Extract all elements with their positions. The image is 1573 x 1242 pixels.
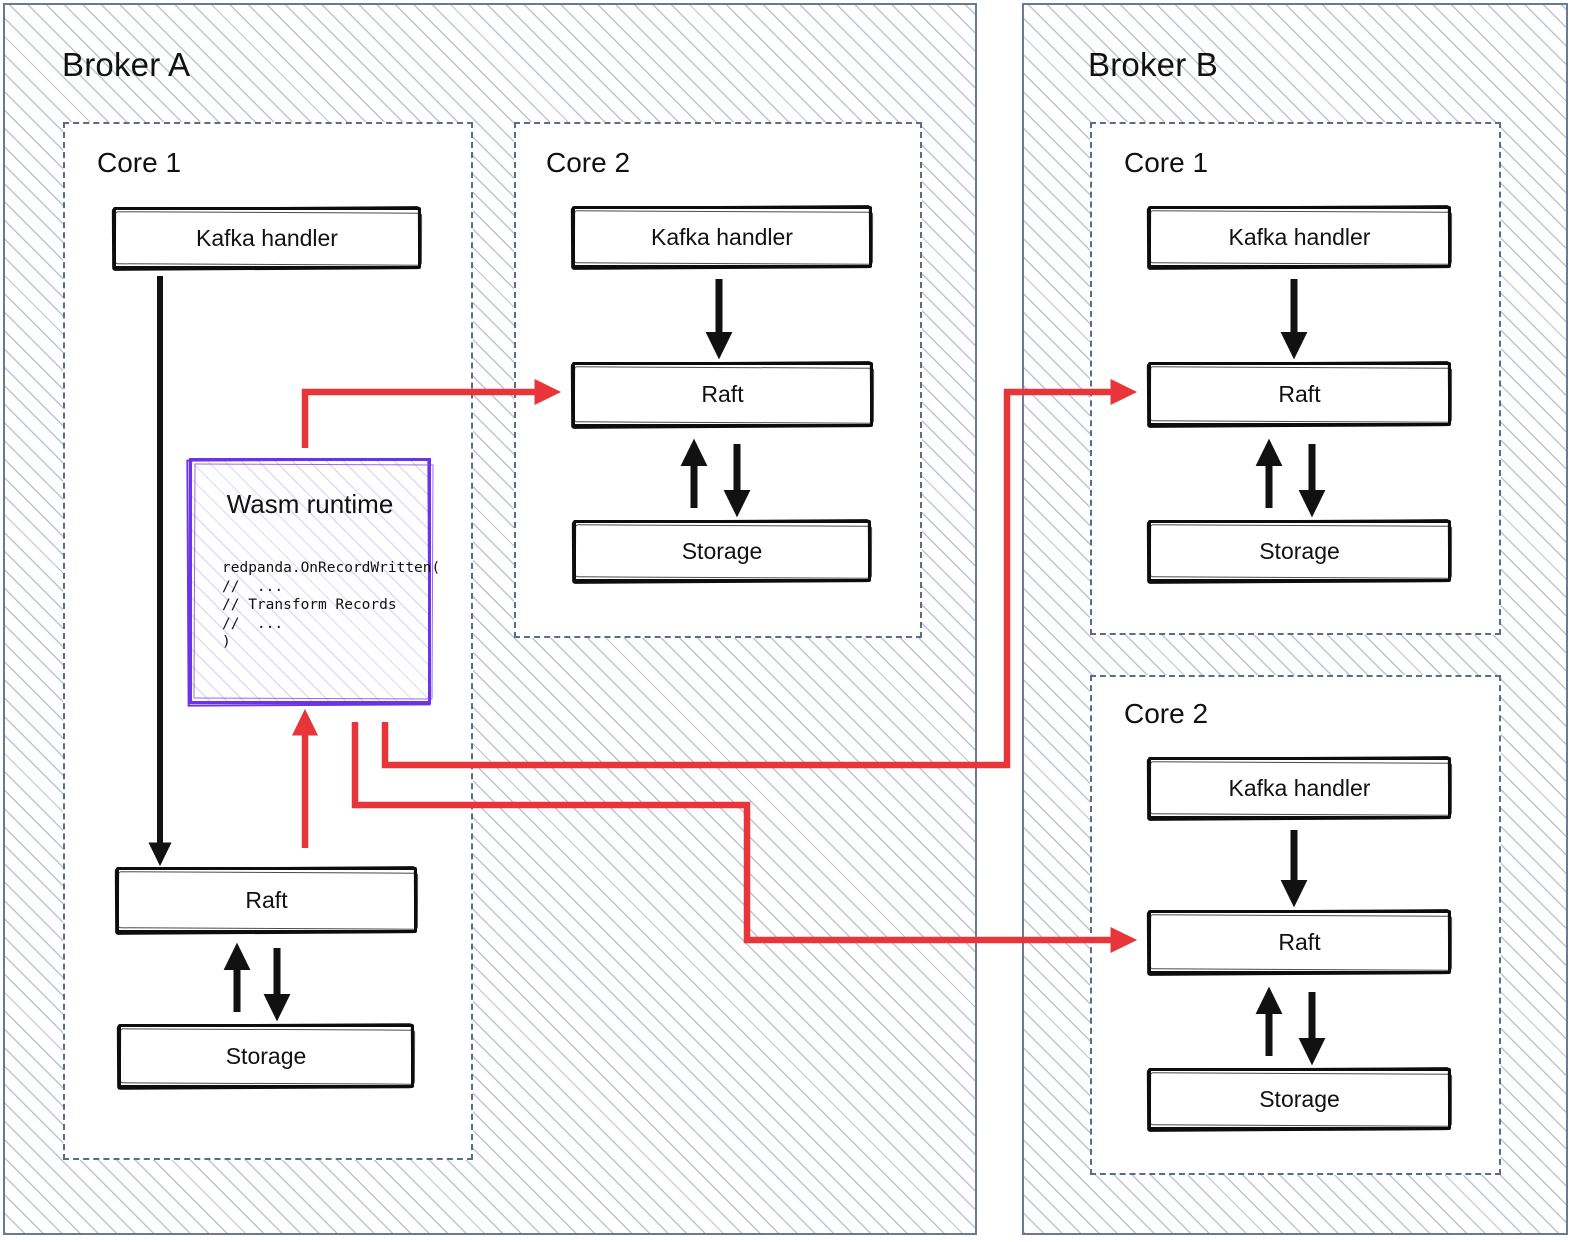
node-label: Kafka handler	[1228, 223, 1371, 250]
broker-b-title: Broker B	[1088, 46, 1218, 83]
node-label: Kafka handler	[651, 223, 793, 250]
broker-b-core-2-raft[interactable]: Raft	[1148, 910, 1451, 974]
wasm-runtime-title: Wasm runtime	[226, 489, 394, 519]
node-label: Raft	[1278, 380, 1321, 407]
broker-a-core-2-raft[interactable]: Raft	[572, 362, 873, 427]
broker-a-core-2-storage[interactable]: Storage	[573, 520, 871, 582]
broker-a-core-1-title: Core 1	[97, 147, 182, 178]
node-label: Kafka handler	[196, 224, 338, 251]
broker-b-core-1-title: Core 1	[1124, 147, 1209, 178]
broker-a-core-2-kafka-handler[interactable]: Kafka handler	[572, 206, 872, 268]
broker-b-core-1-raft[interactable]: Raft	[1148, 362, 1451, 426]
node-label: Raft	[1278, 928, 1321, 955]
broker-a-core-1-raft[interactable]: Raft	[116, 867, 417, 933]
broker-b-core-2-title: Core 2	[1124, 698, 1209, 729]
node-label: Raft	[245, 886, 288, 913]
node-label: Kafka handler	[1228, 774, 1371, 801]
node-label: Storage	[1259, 1085, 1340, 1112]
node-label: Storage	[681, 537, 763, 564]
broker-b-core-1-kafka-handler[interactable]: Kafka handler	[1148, 206, 1451, 268]
broker-a-core-1-storage[interactable]: Storage	[118, 1024, 414, 1088]
broker-b-core-2-storage[interactable]: Storage	[1148, 1068, 1451, 1130]
node-label: Raft	[701, 381, 744, 407]
node-label: Storage	[225, 1042, 307, 1069]
broker-a-core-1-kafka-handler[interactable]: Kafka handler	[113, 207, 421, 269]
broker-b-core-2-kafka-handler[interactable]: Kafka handler	[1148, 757, 1451, 819]
broker-a-core-1-wasm-runtime[interactable]: Wasm runtime redpanda.OnRecordWritten( /…	[189, 458, 440, 704]
wasm-runtime-code: redpanda.OnRecordWritten( // ... // Tran…	[222, 560, 441, 650]
node-label: Storage	[1259, 537, 1340, 564]
broker-a-core-2-title: Core 2	[546, 147, 631, 178]
broker-a-title: Broker A	[62, 46, 191, 83]
broker-b-core-1-storage[interactable]: Storage	[1148, 520, 1451, 582]
